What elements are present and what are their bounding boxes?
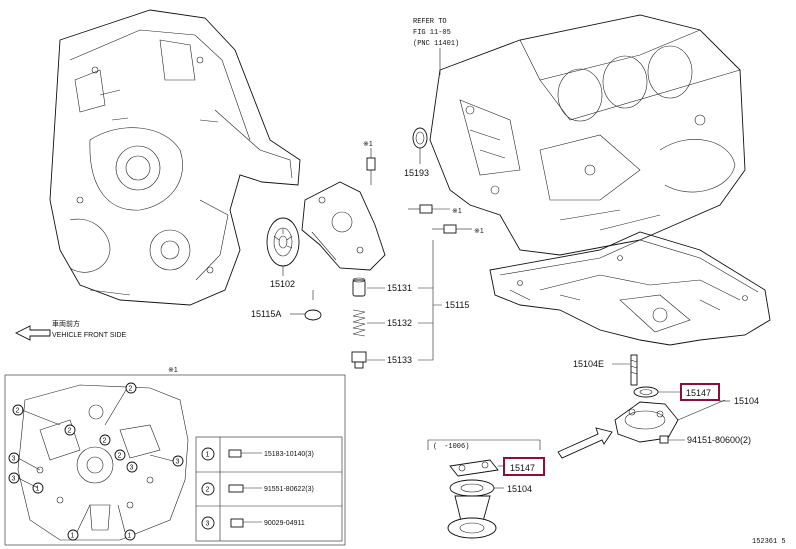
relief-valve-spring-drawing — [352, 309, 366, 337]
star1-mark-c: ※1 — [474, 228, 484, 235]
vehicle-front-en: VEHICLE FRONT SIDE — [52, 332, 126, 339]
star1-mark-b: ※1 — [452, 208, 462, 215]
legend-num-3: 3 — [206, 521, 210, 528]
svg-text:3: 3 — [176, 459, 180, 466]
part-94151-label: 94151-80600(2) — [687, 435, 751, 445]
legend-table: 1 15183-10140(3) 2 91551-80622(3) 3 9002… — [195, 436, 343, 542]
vehicle-front-jp: 車両前方 — [52, 319, 80, 328]
part-15104-top-label: 15104 — [734, 396, 759, 406]
inset-cover-drawing — [17, 384, 189, 541]
relief-valve-plunger-drawing — [352, 277, 366, 297]
svg-text:2: 2 — [103, 438, 107, 445]
stud-15104e-drawing — [630, 354, 638, 386]
legend-part-1: 15183-10140(3) — [264, 451, 314, 458]
relief-valve-plug-drawing — [351, 351, 367, 369]
bolt-top — [366, 157, 376, 185]
bolt-94151-drawing — [659, 435, 669, 444]
refer-text-line1: REFER TO — [413, 18, 447, 26]
svg-text:2: 2 — [129, 386, 133, 393]
svg-text:3: 3 — [12, 476, 16, 483]
direction-arrow — [557, 427, 613, 459]
svg-text:3: 3 — [130, 465, 134, 472]
part-15133-label: 15133 — [387, 355, 412, 365]
legend-num-1: 1 — [206, 452, 210, 459]
oil-strainer-top-drawing — [614, 401, 679, 443]
part-15132-label: 15132 — [387, 318, 412, 328]
svg-text:2: 2 — [118, 453, 122, 460]
star1-mark-a: ※1 — [363, 141, 373, 148]
part-15102-label: 15102 — [270, 279, 295, 289]
part-15147-bottom-label: 15147 — [510, 463, 535, 473]
bolt-middle — [408, 204, 433, 214]
svg-text:2: 2 — [68, 428, 72, 435]
part-15104e-label: 15104E — [573, 359, 604, 369]
svg-text:1: 1 — [71, 533, 75, 540]
legend-num-2: 2 — [206, 487, 210, 494]
part-15131-label: 15131 — [387, 283, 412, 293]
refer-text-line2: FIG 11-05 — [413, 29, 451, 37]
gasket-15147-bottom-drawing — [449, 459, 499, 477]
oil-strainer-bottom-drawing — [447, 479, 497, 539]
timing-chain-cover-drawing — [49, 9, 301, 306]
part-15104-bottom-label: 15104 — [507, 484, 532, 494]
svg-text:1: 1 — [128, 533, 132, 540]
figure-id: 152361 5 — [752, 538, 786, 546]
part-15147-top-highlight[interactable] — [680, 383, 720, 401]
oil-pump-drawing — [301, 181, 386, 271]
cylinder-block-drawing — [429, 14, 746, 256]
inset-star-label: ※1 — [168, 367, 178, 374]
inset-callouts: 2 2 3 3 3 3 1 1 1 2 2 2 — [8, 382, 184, 541]
bolt-lower — [432, 224, 457, 234]
legend-part-3: 90029-04911 — [264, 520, 305, 527]
vehicle-front-arrow — [14, 325, 51, 341]
svg-text:2: 2 — [16, 408, 20, 415]
part-15147-top-label: 15147 — [686, 388, 711, 398]
part-15115a-label: 15115A — [251, 309, 281, 319]
refer-text-line3: (PNC 11401) — [413, 40, 459, 48]
oil-pan-drawing — [489, 231, 771, 346]
part-15147-bottom-highlight[interactable] — [503, 457, 545, 476]
gasket-15115a-drawing — [304, 309, 322, 321]
gasket-15147-top-drawing — [633, 386, 659, 398]
oil-pump-rotor-drawing — [266, 217, 300, 267]
part-15115-label: 15115 — [445, 300, 469, 310]
o-ring-15193-drawing — [412, 127, 428, 149]
svg-text:1: 1 — [36, 486, 40, 493]
legend-part-2: 91551-80622(3) — [264, 486, 314, 493]
inset-frame — [4, 374, 346, 546]
svg-text:3: 3 — [12, 456, 16, 463]
part-15193-label: 15193 — [404, 168, 429, 178]
range-label: ( -1006) — [433, 443, 469, 451]
